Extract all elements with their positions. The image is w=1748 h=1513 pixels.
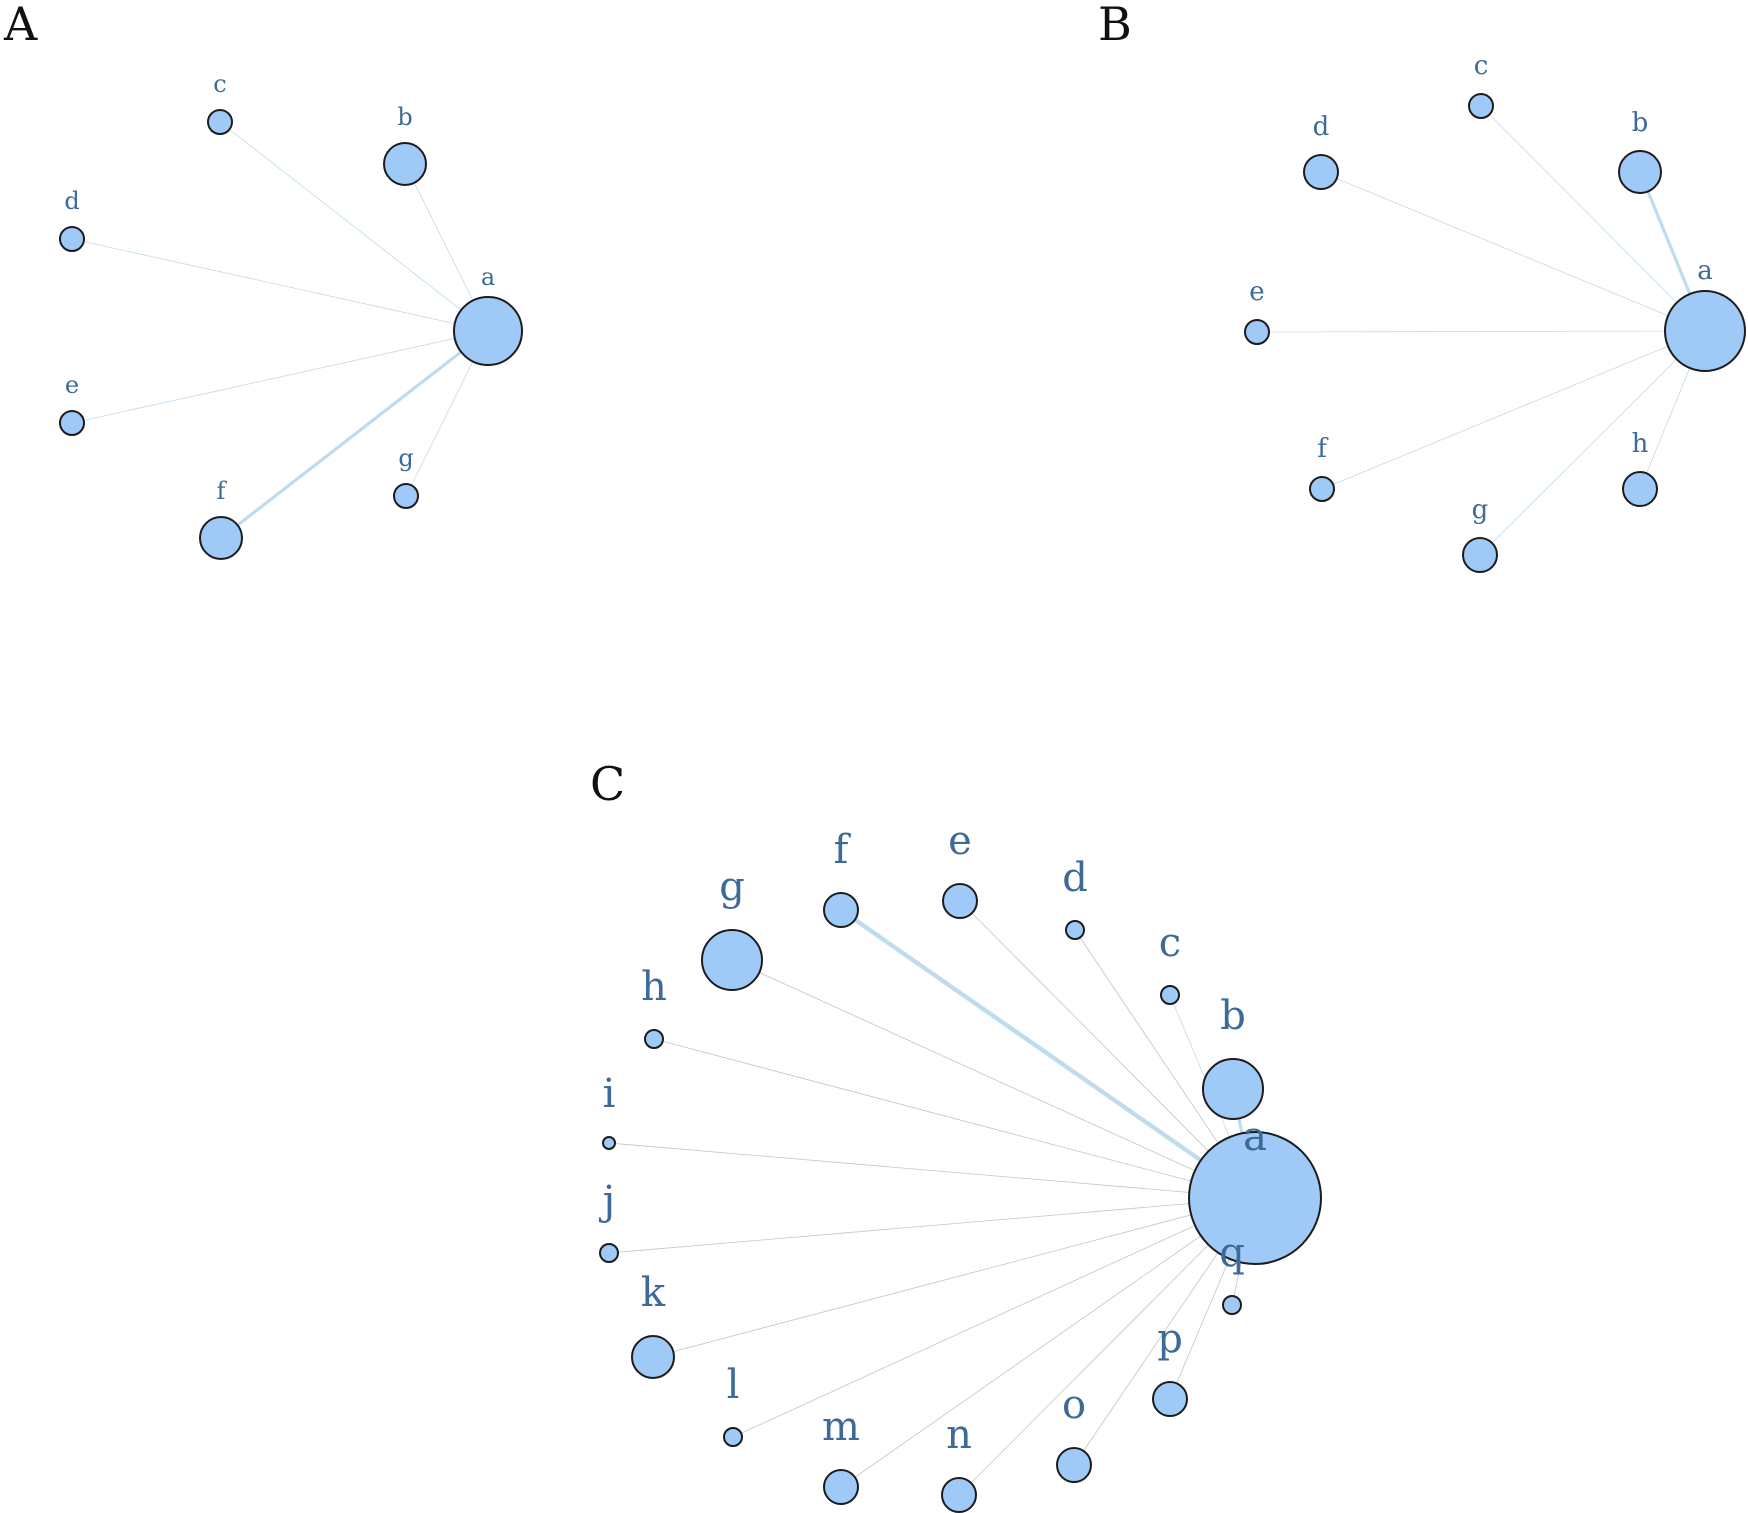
edge-a-c	[1480, 105, 1706, 332]
edge-a-k	[652, 1197, 1256, 1358]
node-o	[1056, 1447, 1092, 1483]
node-label-e: e	[948, 818, 972, 864]
edge-a-l	[732, 1197, 1256, 1438]
node-d	[59, 226, 85, 252]
node-b	[1202, 1058, 1264, 1120]
node-b	[1618, 150, 1662, 194]
node-f	[199, 516, 243, 560]
edge-a-e	[1256, 330, 1706, 333]
node-g	[393, 483, 419, 509]
node-label-h: h	[1632, 429, 1649, 459]
node-label-g: g	[398, 444, 413, 472]
edge-a-c	[219, 121, 489, 332]
node-d	[1065, 920, 1085, 940]
node-g	[701, 929, 763, 991]
node-label-q: q	[1219, 1230, 1245, 1276]
panel-b-label: B	[1098, 0, 1132, 51]
edge-a-n	[958, 1197, 1256, 1496]
panel-c-label: C	[590, 757, 625, 811]
node-m	[823, 1469, 859, 1505]
node-f	[823, 892, 859, 928]
node-q	[1222, 1295, 1242, 1315]
panel-a-edges	[71, 121, 490, 540]
node-label-f: f	[217, 477, 228, 505]
edge-a-e	[71, 330, 489, 424]
panel-b-nodes: a b c d e f g h	[1244, 51, 1746, 573]
edge-a-f	[838, 907, 1258, 1201]
node-j	[599, 1243, 619, 1263]
node-label-b: b	[397, 103, 412, 131]
panel-c-nodes: a bc d e f g h i jk l m n o pq	[599, 818, 1322, 1513]
node-label-a: a	[481, 263, 495, 291]
node-a	[453, 296, 523, 366]
node-b	[383, 142, 427, 186]
node-label-g: g	[1472, 495, 1489, 525]
node-label-b: b	[1632, 108, 1649, 138]
edge-a-g	[1479, 330, 1706, 556]
edge-a-j	[608, 1197, 1256, 1254]
node-p	[1152, 1381, 1188, 1417]
node-label-f: f	[1317, 434, 1329, 464]
node-label-i: i	[603, 1071, 616, 1117]
panel-a-label: A	[3, 0, 38, 51]
edge-a-f	[219, 329, 490, 540]
node-c	[1468, 93, 1494, 119]
node-f	[1309, 476, 1335, 502]
node-label-f: f	[834, 827, 852, 873]
node-c	[207, 109, 233, 135]
node-g	[1462, 537, 1498, 573]
node-label-e: e	[1249, 277, 1264, 307]
node-label-e: e	[65, 371, 79, 399]
panel-b: B a b c d e f g h	[1098, 0, 1746, 573]
node-label-c: c	[213, 70, 226, 98]
node-c	[1160, 985, 1180, 1005]
node-label-n: n	[946, 1412, 972, 1458]
node-a	[1664, 290, 1746, 372]
node-label-d: d	[64, 187, 79, 215]
node-label-l: l	[727, 1362, 740, 1408]
edge-a-g	[731, 959, 1256, 1199]
node-label-c: c	[1474, 51, 1489, 81]
node-label-a: a	[1697, 256, 1713, 286]
node-k	[631, 1335, 675, 1379]
node-label-h: h	[641, 964, 667, 1010]
node-label-b: b	[1220, 993, 1246, 1039]
node-label-a: a	[1243, 1114, 1267, 1160]
edge-a-d	[71, 238, 489, 332]
node-label-d: d	[1313, 112, 1330, 142]
edge-a-d	[1320, 171, 1706, 332]
node-i	[602, 1136, 616, 1150]
node-label-j: j	[599, 1178, 615, 1224]
node-e	[942, 883, 978, 919]
node-label-c: c	[1159, 920, 1181, 966]
node-label-g: g	[719, 864, 745, 910]
edge-a-f	[1321, 330, 1706, 490]
node-a	[1188, 1131, 1322, 1265]
node-label-o: o	[1062, 1382, 1086, 1428]
node-label-m: m	[822, 1404, 860, 1450]
edge-a-e	[959, 900, 1256, 1199]
edge-a-h	[653, 1038, 1256, 1199]
node-e	[1244, 319, 1270, 345]
node-h	[1622, 471, 1658, 507]
node-l	[723, 1427, 743, 1447]
node-label-k: k	[641, 1270, 666, 1316]
node-e	[59, 410, 85, 436]
node-n	[941, 1477, 977, 1513]
edge-a-i	[608, 1142, 1256, 1199]
node-label-p: p	[1157, 1316, 1183, 1362]
panel-a: A a b c d e f g	[3, 0, 523, 560]
node-d	[1303, 154, 1339, 190]
panel-c: C a bc d e f g h i jk l m n o pq	[590, 757, 1322, 1513]
node-h	[644, 1029, 664, 1049]
node-label-d: d	[1062, 855, 1088, 901]
panel-a-nodes: a b c d e f g	[59, 70, 523, 560]
edge-a-m	[840, 1197, 1256, 1488]
